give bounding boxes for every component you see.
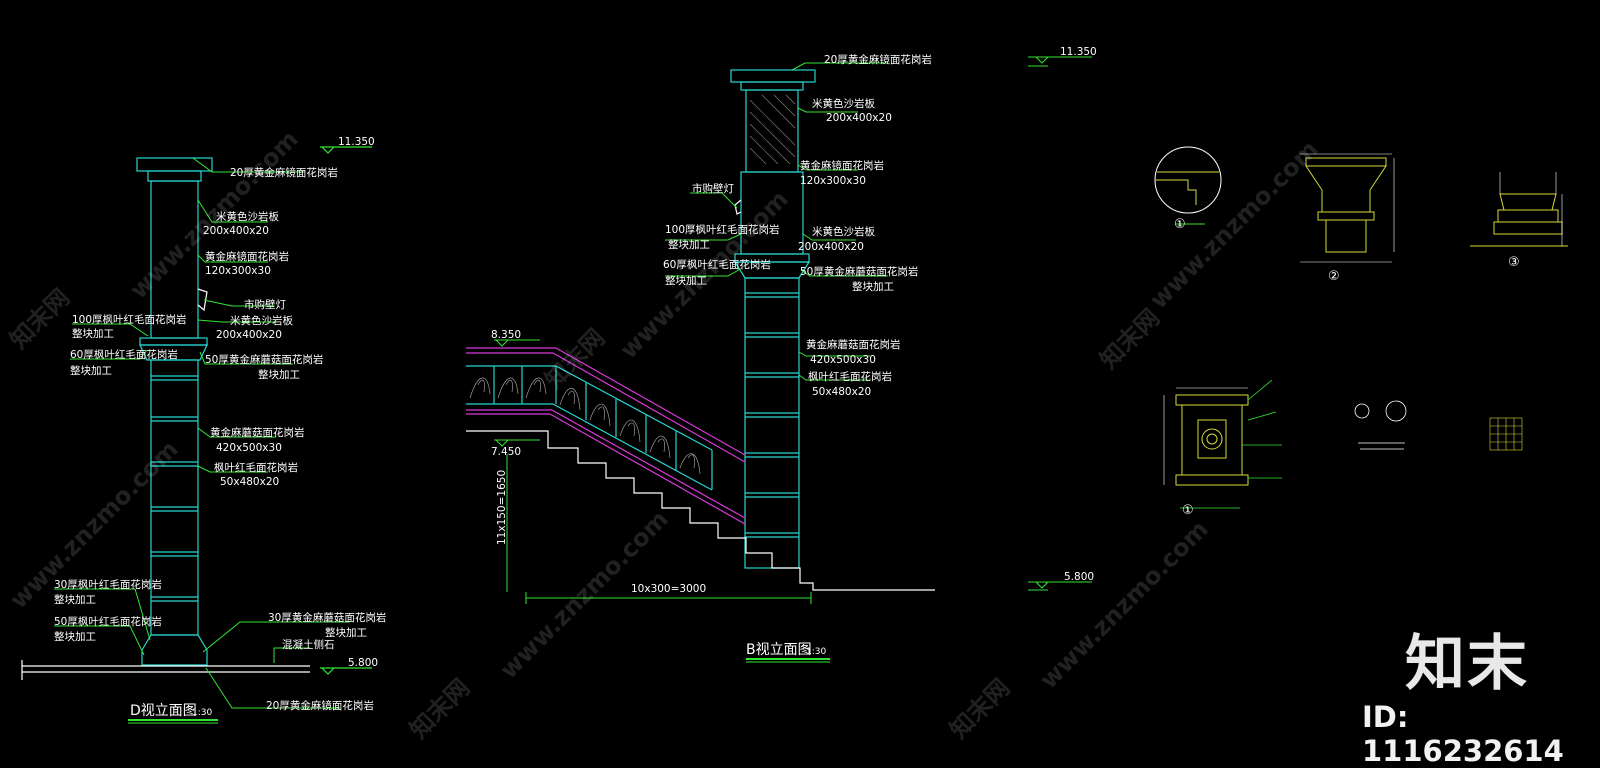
d-label: 60厚枫叶红毛面花岗岩 — [70, 348, 178, 361]
b-label: 20厚黄金麻镜面花岗岩 — [824, 53, 932, 66]
b-label: 50x480x20 — [812, 386, 871, 398]
small-details — [1354, 400, 1407, 450]
detail-marker: ① — [1174, 217, 1186, 232]
d-label: 120x300x30 — [205, 265, 271, 277]
document-id: ID: 1116232614 — [1362, 700, 1564, 768]
b-label: 420x500x30 — [810, 354, 876, 366]
b-elev-stair: 7.450 — [491, 446, 521, 458]
stair-handrail — [466, 347, 746, 525]
d-label: 米黄色沙岩板 — [216, 210, 279, 223]
d-title: D视立面图 — [130, 703, 197, 719]
b-lower-shaft — [744, 277, 800, 569]
b-label: 整块加工 — [852, 280, 894, 293]
d-label: 黄金麻蘑菇面花岗岩 — [210, 426, 305, 439]
watermark-cn: 知末网 — [1094, 304, 1165, 375]
d-label: 米黄色沙岩板 — [230, 314, 293, 327]
detail-marker: ① — [1182, 503, 1194, 518]
watermark-site: www.znzmo.com — [1144, 135, 1323, 314]
b-label: 50厚黄金麻蘑菇面花岗岩 — [800, 265, 918, 278]
b-elev-top: 11.350 — [1060, 46, 1097, 58]
d-labels: 11.350 5.800 20厚黄金麻镜面花岗岩 米黄色沙岩板 200x400x… — [54, 136, 386, 719]
d-label: 420x500x30 — [216, 442, 282, 454]
b-label: 米黄色沙岩板 — [812, 97, 875, 110]
b-scale: 1:30 — [806, 647, 826, 657]
watermark-cn: 知末网 — [944, 674, 1015, 745]
d-label: 黄金麻镜面花岗岩 — [205, 250, 289, 263]
b-elev-mid: 8.350 — [491, 329, 521, 341]
watermark-logo: 知末 — [1405, 629, 1529, 699]
b-label: 100厚枫叶红毛面花岗岩 — [665, 223, 780, 236]
watermark-site: www.znzmo.com — [1034, 515, 1213, 694]
d-label: 整块加工 — [72, 327, 114, 340]
grid-detail — [1489, 417, 1523, 451]
d-label: 整块加工 — [325, 626, 367, 639]
b-elevation — [466, 56, 1092, 663]
d-label: 整块加工 — [70, 364, 112, 377]
d-label: 混凝土侧石 — [282, 638, 335, 651]
b-dim-vertical: 11x150=1650 — [496, 470, 508, 545]
d-label: 市购壁灯 — [244, 298, 286, 311]
b-label: 黄金麻蘑菇面花岗岩 — [806, 338, 901, 351]
detail-2-capital — [1305, 157, 1387, 253]
d-label: 30厚黄金麻蘑菇面花岗岩 — [268, 611, 386, 624]
d-label: 50厚黄金麻蘑菇面花岗岩 — [205, 353, 323, 366]
d-label: 200x400x20 — [203, 225, 269, 237]
b-label: 60厚枫叶红毛面花岗岩 — [663, 258, 771, 271]
b-label: 市购壁灯 — [692, 182, 734, 195]
watermark-pattern: 知末网 www.znzmo.com www.znzmo.com 知末网 www.… — [4, 125, 1323, 744]
b-upper-panel — [745, 89, 799, 173]
stair-steps — [466, 430, 935, 591]
b-label: 200x400x20 — [826, 112, 892, 124]
detail-marker: ② — [1328, 269, 1340, 284]
stair-balustrade — [466, 365, 713, 491]
d-elevation — [21, 146, 372, 724]
d-label: 200x400x20 — [216, 329, 282, 341]
b-label: 黄金麻镜面花岗岩 — [800, 159, 884, 172]
d-label: 100厚枫叶红毛面花岗岩 — [72, 313, 187, 326]
b-label: 120x300x30 — [800, 175, 866, 187]
detail-drawings — [1154, 146, 1568, 509]
d-label: 整块加工 — [258, 368, 300, 381]
detail-marker: ③ — [1508, 255, 1520, 270]
b-label: 米黄色沙岩板 — [812, 225, 875, 238]
d-scale: 1:30 — [192, 708, 212, 718]
b-label: 整块加工 — [665, 274, 707, 287]
d-label: 30厚枫叶红毛面花岗岩 — [54, 578, 162, 591]
b-elev-bottom: 5.800 — [1064, 571, 1094, 583]
b-title: B视立面图 — [746, 642, 812, 658]
d-label: 枫叶红毛面花岗岩 — [214, 461, 298, 474]
watermark-cn: 知末网 — [539, 324, 610, 395]
watermark-cn: 知末网 — [4, 284, 75, 355]
d-lower-shaft — [150, 359, 199, 636]
detail-pedestal — [1175, 394, 1249, 486]
d-elev-bottom: 5.800 — [348, 657, 378, 669]
b-label: 枫叶红毛面花岗岩 — [808, 370, 892, 383]
d-label: 20厚黄金麻镜面花岗岩 — [266, 699, 374, 712]
b-dim-horizontal: 10x300=3000 — [631, 583, 706, 595]
b-label: 200x400x20 — [798, 241, 864, 253]
d-label: 50厚枫叶红毛面花岗岩 — [54, 615, 162, 628]
b-column-cap — [730, 69, 816, 83]
b-labels: 11.350 8.350 7.450 5.800 11x150=1650 10x… — [491, 46, 1097, 658]
detail-3-base — [1470, 193, 1568, 247]
d-label: 20厚黄金麻镜面花岗岩 — [230, 166, 338, 179]
watermark-cn: 知末网 — [404, 674, 475, 745]
detail-markers: ① ② ③ ① — [1174, 217, 1520, 518]
d-elev-top: 11.350 — [338, 136, 375, 148]
d-column-cap — [136, 157, 213, 172]
d-label: 整块加工 — [54, 593, 96, 606]
d-label: 整块加工 — [54, 630, 96, 643]
b-label: 整块加工 — [668, 238, 710, 251]
d-label: 50x480x20 — [220, 476, 279, 488]
